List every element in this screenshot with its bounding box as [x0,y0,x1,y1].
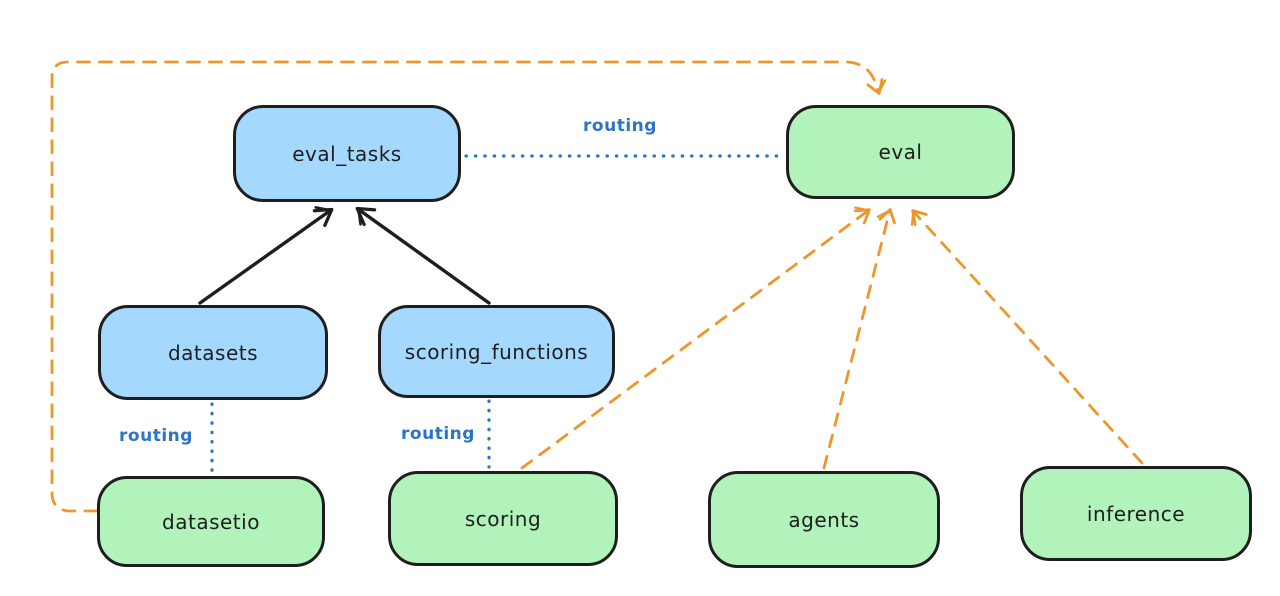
node-eval-tasks: eval_tasks [233,105,461,202]
edge-datasets-to-eval-tasks [198,206,334,305]
node-datasetio-label: datasetio [162,509,260,534]
node-eval-label: eval [878,140,923,164]
edge-label-routing-eval-tasks-eval: routing [583,116,657,136]
node-datasetio: datasetio [97,476,325,567]
node-agents-label: agents [788,507,860,532]
node-datasets: datasets [98,305,328,400]
node-inference: inference [1020,466,1252,561]
edge-agents-to-eval [822,208,896,470]
node-scoring-label: scoring [464,506,542,531]
node-agents: agents [708,471,940,568]
edge-inference-to-eval [910,209,1144,465]
node-eval: eval [786,105,1015,199]
edge-datasetio-to-eval [50,60,887,513]
node-inference-label: inference [1086,501,1186,526]
edge-scoring-functions-to-eval-tasks [355,206,491,305]
node-datasets-label: datasets [167,340,259,365]
node-scoring-functions: scoring_functions [378,305,615,398]
edge-label-routing-datasets-datasetio: routing [119,426,193,446]
node-scoring-functions-label: scoring_functions [404,339,589,364]
node-scoring: scoring [388,471,618,566]
edge-label-routing-scoring-functions-scoring: routing [401,424,475,444]
edge-scoring-to-eval [520,206,871,470]
node-eval-tasks-label: eval_tasks [292,141,402,166]
